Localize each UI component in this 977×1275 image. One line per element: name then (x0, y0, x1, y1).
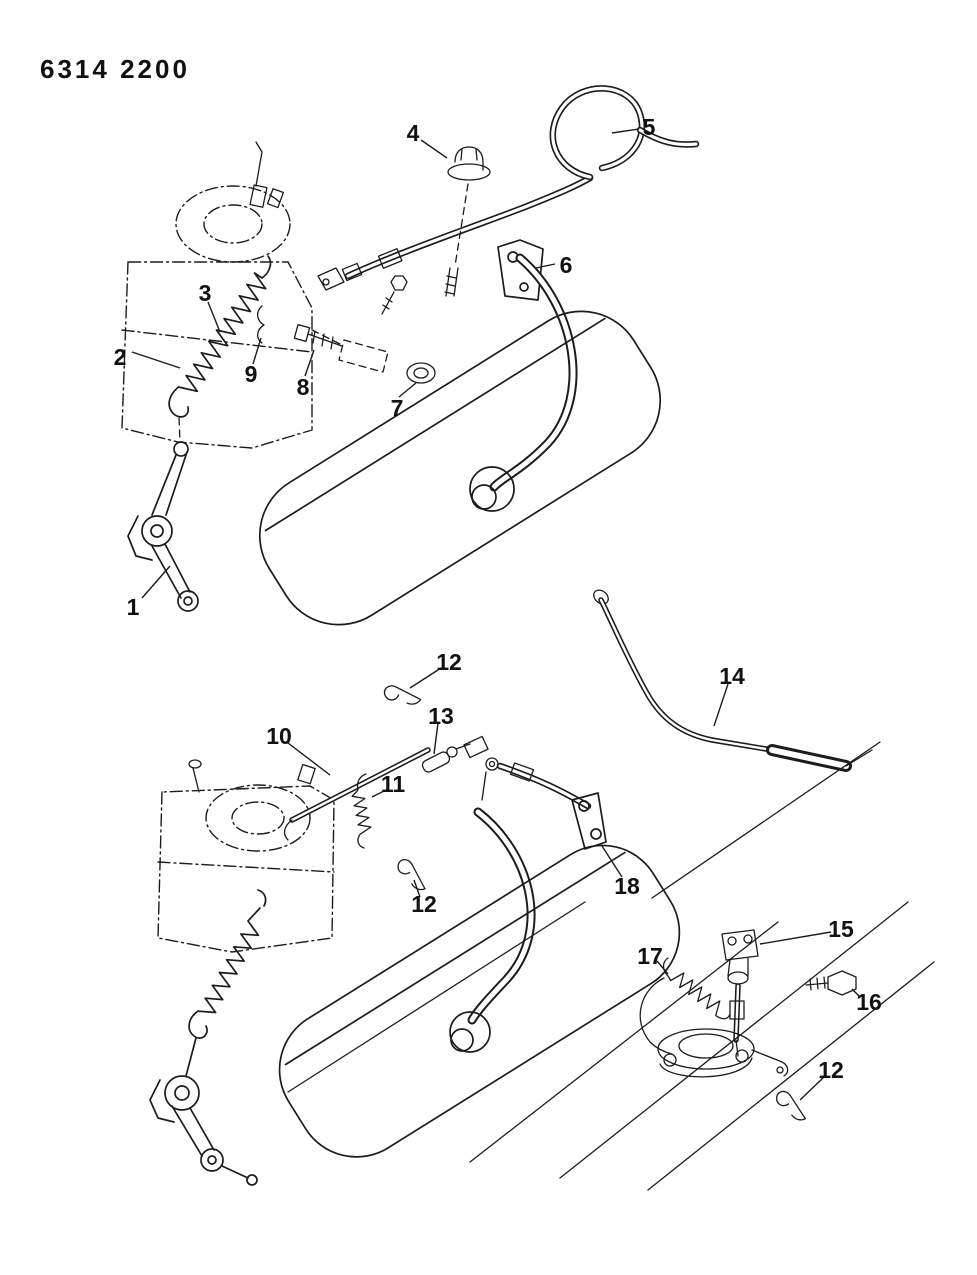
callout-7-label: 7 (391, 395, 404, 421)
carburetor-outline-lower (157, 784, 335, 953)
callout-12c: 12 (799, 1057, 844, 1101)
callout-13: 13 (428, 703, 454, 755)
heat-tube-upper (489, 253, 578, 492)
adjusting-screw (293, 324, 389, 373)
callouts: 1 2 3 4 5 6 7 8 (114, 114, 882, 1101)
bracket-15 (721, 929, 759, 1043)
callout-2: 2 (114, 344, 181, 370)
callout-14-label: 14 (719, 663, 745, 689)
callout-7: 7 (391, 382, 417, 421)
bolt-16 (805, 970, 857, 996)
callout-15-label: 15 (828, 916, 854, 942)
callout-14: 14 (713, 663, 745, 727)
clip-9 (257, 305, 265, 344)
callout-3: 3 (199, 280, 221, 333)
callout-1-label: 1 (127, 594, 140, 620)
carb-top-fittings-upper (249, 141, 285, 209)
callout-11: 11 (371, 771, 406, 798)
callout-3-label: 3 (199, 280, 212, 306)
callout-17-label: 17 (637, 943, 663, 969)
swivel-link (421, 743, 471, 773)
callout-9: 9 (245, 337, 262, 387)
callout-12b: 12 (411, 879, 437, 917)
valve-cover-upper (258, 310, 662, 626)
callout-4-label: 4 (407, 120, 420, 146)
section-hatch-lines (287, 741, 935, 1191)
callout-18-label: 18 (614, 873, 640, 899)
carb-flange-lower-right (657, 1028, 789, 1078)
callout-1: 1 (127, 565, 171, 620)
callout-16: 16 (851, 988, 882, 1015)
callout-11-label: 11 (381, 771, 406, 797)
callout-10-label: 10 (266, 723, 292, 749)
mounting-bolt-upper (381, 275, 408, 315)
return-spring-upper (168, 255, 272, 443)
callout-17: 17 (637, 943, 669, 975)
callout-8: 8 (297, 349, 315, 400)
valve-cover-lower (278, 844, 681, 1158)
callout-12a-label: 12 (436, 649, 462, 675)
callout-9-label: 9 (245, 361, 258, 387)
part-code: 6314 2200 (40, 54, 190, 84)
carburetor-outline-upper (121, 185, 313, 449)
retainer-nut (444, 146, 491, 297)
bent-rod-14 (593, 589, 873, 772)
hairpin-clip-12b (392, 857, 433, 892)
callout-2-label: 2 (114, 344, 127, 370)
callout-16-label: 16 (856, 989, 882, 1015)
spring-17 (639, 957, 731, 1055)
bellcrank-lever-lower (149, 1037, 258, 1186)
heat-tube-lower (467, 807, 536, 1025)
callout-5: 5 (611, 114, 656, 140)
callout-10: 10 (266, 723, 331, 776)
throttle-cable-lower (463, 735, 592, 810)
return-spring-lower (188, 889, 267, 1039)
callout-5-label: 5 (643, 114, 656, 140)
callout-4: 4 (407, 120, 448, 159)
small-spring-11 (351, 773, 372, 849)
callout-18: 18 (601, 845, 640, 899)
bellcrank-lever-upper (127, 441, 199, 612)
throttle-cable-upper (317, 85, 700, 291)
callout-12b-label: 12 (411, 891, 437, 917)
callout-15: 15 (759, 916, 854, 945)
callout-12c-label: 12 (818, 1057, 844, 1083)
carb-top-fittings-lower (188, 759, 316, 793)
callout-8-label: 8 (297, 374, 310, 400)
grommet (406, 362, 436, 384)
callout-6-label: 6 (560, 252, 573, 278)
callout-12a: 12 (409, 649, 462, 689)
throttle-rod (283, 747, 431, 841)
callout-13-label: 13 (428, 703, 454, 729)
callout-6: 6 (535, 252, 573, 278)
cable-bracket-lower (571, 792, 607, 850)
